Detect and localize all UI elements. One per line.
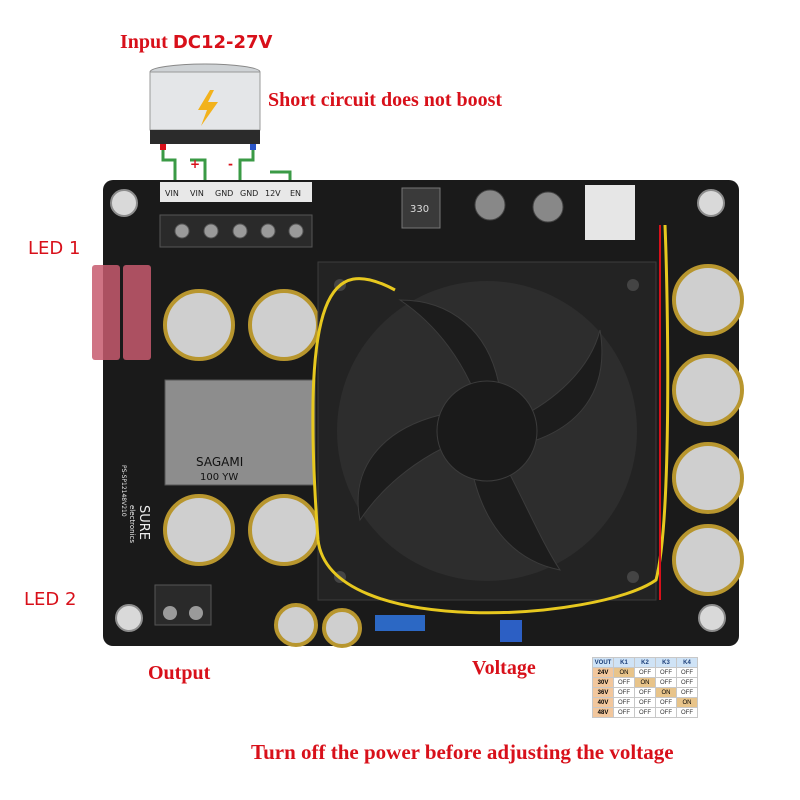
table-row: 24V ON OFF OFF OFF bbox=[592, 667, 698, 678]
table-cell: OFF bbox=[613, 677, 635, 688]
inductor bbox=[401, 187, 441, 229]
table-cell: OFF bbox=[613, 707, 635, 718]
table-cell: 24V bbox=[592, 667, 614, 678]
brand-label: SURE bbox=[136, 505, 151, 540]
table-cell: OFF bbox=[655, 697, 677, 708]
electrolytic-capacitors bbox=[163, 264, 744, 648]
voltage-label: Voltage bbox=[472, 657, 536, 679]
header-k2: K2 bbox=[634, 657, 656, 668]
header-k3: K3 bbox=[655, 657, 677, 668]
table-cell: OFF bbox=[655, 677, 677, 688]
led1-label: LED 1 bbox=[28, 238, 81, 259]
terminal-vin-1: VIN bbox=[165, 189, 179, 198]
transformer bbox=[164, 379, 316, 486]
voltage-trimmer bbox=[500, 620, 522, 642]
table-row: 30V OFF ON OFF OFF bbox=[592, 677, 698, 688]
table-cell: OFF bbox=[634, 667, 656, 678]
table-row: 48V OFF OFF OFF OFF bbox=[592, 707, 698, 718]
table-cell: ON bbox=[613, 667, 635, 678]
terminal-gnd-1: GND bbox=[215, 189, 233, 198]
table-cell: OFF bbox=[634, 687, 656, 698]
voltage-table-header: VOUT K1 K2 K3 K4 bbox=[592, 657, 698, 668]
voltage-table: VOUT K1 K2 K3 K4 24V ON OFF OFF OFF 30V … bbox=[592, 657, 698, 718]
brand-sub-label: electronics bbox=[128, 505, 136, 543]
header-k4: K4 bbox=[676, 657, 698, 668]
transformer-label: SAGAMI bbox=[196, 455, 243, 469]
table-cell: OFF bbox=[634, 697, 656, 708]
table-cell: 48V bbox=[592, 707, 614, 718]
table-cell: ON bbox=[655, 687, 677, 698]
table-row: 36V OFF OFF ON OFF bbox=[592, 687, 698, 698]
table-cell: OFF bbox=[676, 707, 698, 718]
header-vout: VOUT bbox=[592, 657, 614, 668]
table-cell: OFF bbox=[676, 687, 698, 698]
short-circuit-note: Short circuit does not boost bbox=[268, 89, 503, 111]
input-label: Input DC12-27V bbox=[120, 31, 272, 54]
mounting-holes bbox=[110, 189, 726, 632]
input-voltage-range: DC12-27V bbox=[172, 32, 273, 53]
input-word: Input bbox=[120, 31, 168, 53]
table-cell: 36V bbox=[592, 687, 614, 698]
minus-sign: - bbox=[228, 157, 233, 171]
table-cell: OFF bbox=[613, 687, 635, 698]
table-cell: ON bbox=[676, 697, 698, 708]
table-cell: OFF bbox=[613, 697, 635, 708]
small-capacitors bbox=[474, 189, 564, 223]
fuses bbox=[92, 265, 151, 360]
warning-note: Turn off the power before adjusting the … bbox=[251, 740, 674, 764]
cooling-fan bbox=[317, 261, 657, 601]
terminal-vin-2: VIN bbox=[190, 189, 204, 198]
table-cell: OFF bbox=[634, 707, 656, 718]
header-k1: K1 bbox=[613, 657, 635, 668]
terminal-12v: 12V bbox=[265, 189, 281, 198]
blue-capacitor bbox=[375, 615, 425, 631]
table-cell: OFF bbox=[655, 707, 677, 718]
table-cell: ON bbox=[634, 677, 656, 688]
input-wires bbox=[161, 150, 292, 180]
table-cell: OFF bbox=[676, 667, 698, 678]
terminal-labels: VIN VIN GND GND 12V EN bbox=[165, 189, 301, 198]
power-source-icon bbox=[149, 63, 261, 150]
fan-wire bbox=[311, 224, 670, 615]
model-label: PS-SP12148V210 bbox=[120, 465, 127, 517]
transformer-sub-label: 100 YW bbox=[200, 472, 238, 483]
output-terminal-block bbox=[154, 584, 212, 626]
table-row: 40V OFF OFF OFF ON bbox=[592, 697, 698, 708]
table-cell: OFF bbox=[655, 667, 677, 678]
connector-white bbox=[585, 185, 635, 240]
output-label: Output bbox=[148, 662, 211, 684]
plus-sign: + bbox=[190, 157, 200, 171]
table-cell: 40V bbox=[592, 697, 614, 708]
inductor-label: 330 bbox=[410, 204, 429, 215]
terminal-gnd-2: GND bbox=[240, 189, 258, 198]
table-cell: OFF bbox=[676, 677, 698, 688]
table-cell: 30V bbox=[592, 677, 614, 688]
led2-label: LED 2 bbox=[24, 589, 77, 610]
terminal-en: EN bbox=[290, 189, 301, 198]
input-terminal-block bbox=[159, 182, 313, 248]
